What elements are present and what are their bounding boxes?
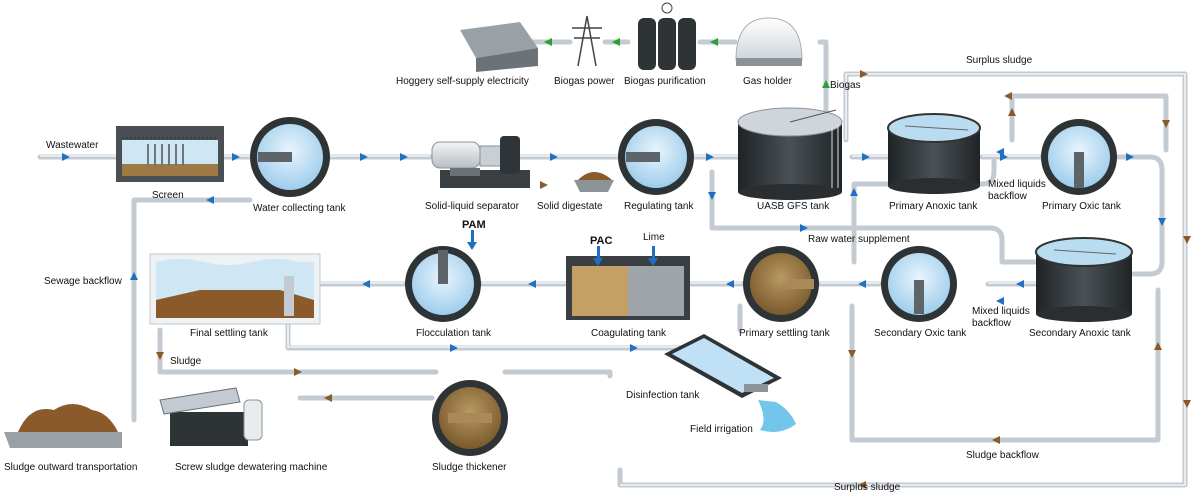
label-lime: Lime — [643, 232, 665, 243]
label-hoggery-electricity: Hoggery self-supply electricity — [396, 76, 529, 87]
label-mixed-liquids-backflow-2b: backflow — [972, 318, 1012, 329]
label-sludge-backflow: Sludge backflow — [966, 450, 1040, 461]
final-settling-tank — [149, 253, 321, 325]
label-sewage-backflow: Sewage backflow — [44, 276, 123, 287]
label-sludge: Sludge — [170, 356, 202, 367]
label-water-collecting-tank: Water collecting tank — [253, 203, 346, 214]
solid-digestate-cart — [574, 172, 614, 192]
label-biogas: Biogas — [830, 80, 861, 91]
label-primary-oxic-tank: Primary Oxic tank — [1042, 201, 1122, 212]
labels: Wastewater Screen Water collecting tank … — [4, 55, 1132, 493]
label-mixed-liquids-backflow-1a: Mixed liquids — [988, 179, 1046, 190]
sludge-flow-arrows — [156, 70, 1191, 489]
label-solid-digestate: Solid digestate — [537, 201, 603, 212]
label-mixed-liquids-backflow-2a: Mixed liquids — [972, 306, 1030, 317]
primary-settling-tank — [743, 246, 819, 322]
label-biogas-power: Biogas power — [554, 76, 615, 87]
dosing-arrows — [467, 230, 658, 266]
label-pac: PAC — [590, 235, 612, 247]
primary-anoxic-tank — [887, 113, 981, 194]
primary-oxic-tank — [1041, 119, 1117, 195]
label-raw-water-supplement: Raw water supplement — [808, 234, 910, 245]
label-regulating-tank: Regulating tank — [624, 201, 694, 212]
label-primary-anoxic-tank: Primary Anoxic tank — [889, 201, 978, 212]
flocculation-tank — [405, 246, 481, 322]
label-surplus-sludge-top: Surplus sludge — [966, 55, 1033, 66]
gas-holder — [735, 17, 803, 66]
water-collecting-tank — [250, 117, 330, 197]
label-disinfection-tank: Disinfection tank — [626, 390, 700, 401]
label-sludge-outward-transportation: Sludge outward transportation — [4, 462, 137, 473]
label-surplus-sludge-bottom: Surplus sludge — [834, 482, 901, 493]
label-field-irrigation: Field irrigation — [690, 424, 753, 435]
label-mixed-liquids-backflow-1b: backflow — [988, 191, 1028, 202]
label-screw-dewatering-machine: Screw sludge dewatering machine — [175, 462, 328, 473]
label-secondary-oxic-tank: Secondary Oxic tank — [874, 328, 967, 339]
screw-dewatering-machine — [159, 387, 263, 446]
sludge-thickener — [432, 380, 508, 456]
label-wastewater: Wastewater — [46, 140, 99, 151]
coagulating-tank — [566, 256, 690, 320]
label-solid-liquid-separator: Solid-liquid separator — [425, 201, 520, 212]
biogas-flow-arrows — [544, 38, 830, 88]
label-uasb-gfs-tank: UASB GFS tank — [757, 201, 830, 212]
solid-liquid-separator — [431, 136, 530, 188]
secondary-oxic-tank — [881, 246, 957, 322]
disinfection-tank — [664, 334, 782, 398]
label-flocculation-tank: Flocculation tank — [416, 328, 492, 339]
label-secondary-anoxic-tank: Secondary Anoxic tank — [1029, 328, 1132, 339]
label-gas-holder: Gas holder — [743, 76, 793, 87]
regulating-tank — [618, 119, 694, 195]
label-primary-settling-tank: Primary settling tank — [739, 328, 831, 339]
label-sludge-thickener: Sludge thickener — [432, 462, 507, 473]
screen-unit — [116, 126, 224, 182]
label-coagulating-tank: Coagulating tank — [591, 328, 667, 339]
uasb-gfs-tank — [737, 107, 843, 200]
label-screen: Screen — [152, 190, 184, 201]
label-biogas-purification: Biogas purification — [624, 76, 706, 87]
hoggery-building — [460, 22, 538, 72]
power-tower — [572, 15, 602, 67]
field-irrigation-spray — [758, 400, 796, 432]
biogas-purification-cylinders — [638, 2, 696, 70]
sludge-pile — [4, 404, 122, 448]
label-pam: PAM — [462, 219, 486, 231]
label-final-settling-tank: Final settling tank — [190, 328, 269, 339]
secondary-anoxic-tank — [1035, 237, 1133, 322]
